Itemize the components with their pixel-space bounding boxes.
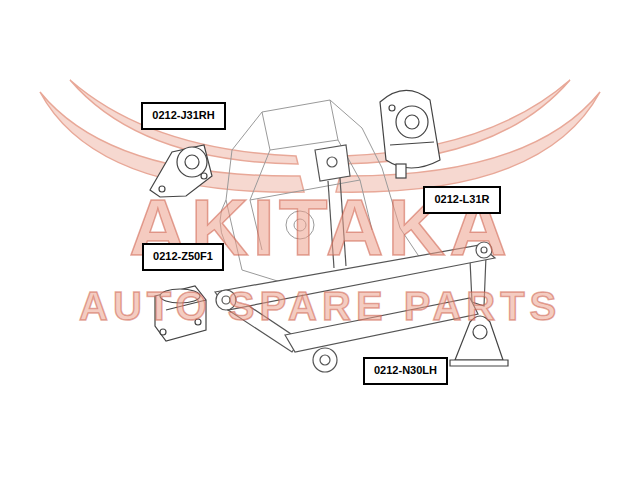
- part-number-box: 0212-L31R: [423, 186, 501, 214]
- watermark-text: AUTO SPARE PARTS: [79, 286, 561, 326]
- part-number: 0212-Z50F1: [153, 250, 213, 263]
- part-number: 0212-L31R: [434, 193, 489, 206]
- part-number-box: 0212-Z50F1: [142, 243, 224, 271]
- part-number: 0212-N30LH: [374, 364, 437, 377]
- engine-mount-rear: [380, 90, 440, 178]
- part-number-box: 0212-J31RH: [141, 102, 226, 130]
- logo-wing: [40, 80, 600, 192]
- part-number: 0212-J31RH: [152, 109, 214, 122]
- part-number-box: 0212-N30LH: [363, 357, 448, 385]
